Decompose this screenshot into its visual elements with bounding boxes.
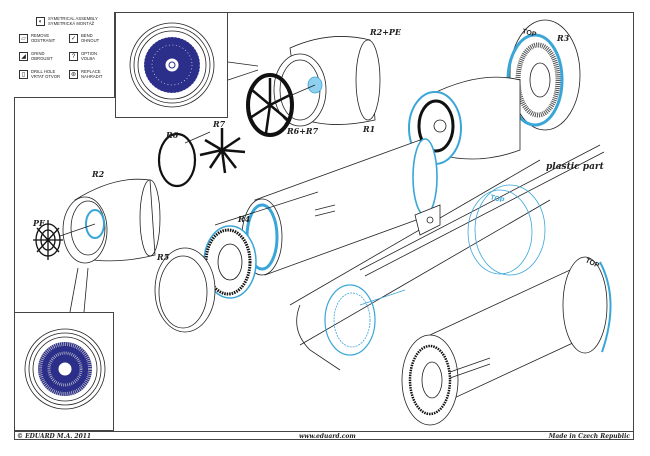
legend-label: DRILL HOLE	[31, 69, 56, 74]
label-r2: R2	[92, 169, 105, 179]
part-r1	[241, 138, 438, 276]
part-r2	[62, 178, 161, 264]
legend-label: GRIND	[31, 51, 45, 56]
legend-label-cz: ODSTRANIT	[31, 37, 56, 43]
legend-label-cz: OBROUSIT	[31, 55, 53, 61]
exhaust-face-detail	[24, 328, 106, 410]
legend-label: BEND	[81, 33, 93, 38]
legend-label: REPLACE	[81, 69, 101, 74]
label-plastic-part: plastic part	[546, 162, 604, 172]
legend-label-cz: VOLBA	[81, 55, 95, 61]
label-r7: R7	[213, 119, 226, 129]
label-r2-pe: R2+PE	[370, 27, 402, 37]
part-r6	[157, 132, 197, 188]
assembly-arrow	[214, 191, 319, 226]
leader-line	[69, 267, 79, 313]
legend-label-cz: NAHRADIT	[81, 73, 103, 79]
grind-icon: ◢	[19, 52, 28, 62]
assembly-arrow	[284, 84, 316, 99]
replace-icon: ⊛	[69, 70, 78, 80]
drill-hole-icon: ▯	[19, 70, 28, 80]
label-r1: R1	[363, 124, 376, 134]
part-r5	[154, 247, 216, 333]
label-r6: R6	[166, 130, 179, 140]
sheet-frame	[14, 12, 634, 440]
remove-icon: ▱	[19, 34, 28, 44]
exhaust-face-detail	[129, 22, 215, 108]
legend-label-cz: OHNOUT	[81, 37, 100, 43]
legend-label-cz: VRTAT OTVOR	[31, 73, 61, 79]
part-lower-nozzle	[401, 256, 612, 426]
website-link[interactable]: www.eduard.com	[299, 433, 356, 440]
part-r3	[506, 19, 581, 131]
leader-line	[227, 69, 259, 81]
detail-view-bottom	[14, 312, 114, 431]
label-pe: PE	[33, 218, 46, 228]
legend-label: OPTION	[81, 51, 98, 56]
label-r4: R4	[238, 214, 251, 224]
leader-line	[227, 61, 259, 67]
copyright-text: © EDUARD M.A. 2011	[17, 433, 92, 440]
option-icon: ?	[69, 52, 78, 62]
detail-view-top	[115, 12, 228, 118]
part-pe	[33, 220, 63, 260]
part-r2-pe	[273, 36, 381, 127]
leader-line	[83, 267, 89, 313]
label-r3: R3	[557, 33, 570, 43]
label-r6-r7: R6+R7	[287, 126, 319, 136]
legend-label-cz: SYMETRICKÁ MONTÁŽ	[48, 20, 95, 26]
assembly-arrow	[184, 131, 211, 144]
bend-icon: ✓	[69, 34, 78, 44]
part-r7	[199, 128, 246, 174]
part-plastic-fuselage	[289, 144, 605, 371]
part-r6-r7	[246, 73, 294, 137]
origin-text: Made in Czech Republic	[548, 433, 630, 440]
legend-label: SYMETRICAL ASSEMBLY	[48, 16, 98, 21]
assembly-arrow	[59, 223, 96, 237]
label-r5: R5	[157, 252, 170, 262]
legend-label: REMOVE	[31, 33, 50, 38]
symmetrical-assembly-icon: ◐	[36, 17, 45, 27]
footer: © EDUARD M.A. 2011 www.eduard.com Made i…	[14, 431, 634, 442]
